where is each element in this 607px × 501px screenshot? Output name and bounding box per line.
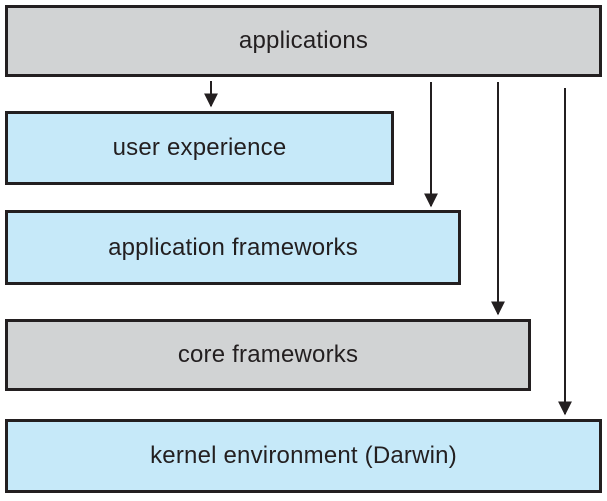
kernel-environment-label: kernel environment (Darwin) <box>150 442 457 469</box>
applications-layer: applications <box>5 5 602 77</box>
core-frameworks-label: core frameworks <box>177 341 359 368</box>
application-frameworks-label: application frameworks <box>108 233 358 261</box>
core-frameworks-layer: core frameworks <box>5 319 531 391</box>
user-experience-layer: user experience <box>5 111 394 185</box>
application-frameworks-layer: application frameworks <box>5 210 461 285</box>
kernel-environment-layer: kernel environment (Darwin) <box>5 419 602 493</box>
user-experience-label: user experience <box>112 134 287 161</box>
applications-label: applications <box>238 27 369 54</box>
